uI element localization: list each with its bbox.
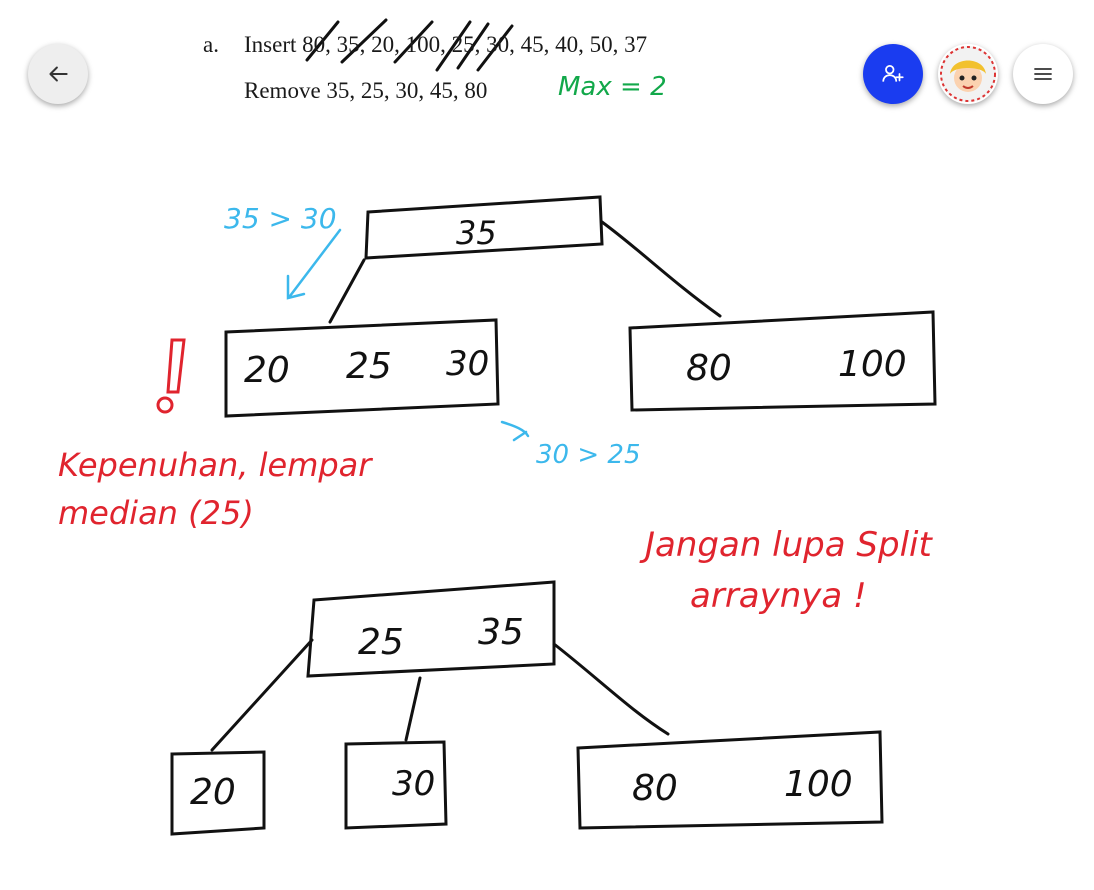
key-before-right-100: 100 xyxy=(838,344,907,385)
root-node-box xyxy=(364,195,604,260)
compare-top-note: 35 > 30 xyxy=(224,202,337,235)
item-marker: a. xyxy=(203,32,219,57)
remove-line: Remove 35, 25, 30, 45, 80 xyxy=(244,78,488,103)
leaf-20-box xyxy=(170,750,266,836)
key-after-root-25: 25 xyxy=(358,622,404,663)
leaf-30-box xyxy=(344,740,448,830)
overflow-note-line1: Kepenuhan, lempar xyxy=(58,446,372,484)
key-before-left-30: 30 xyxy=(446,344,490,384)
compare-right-note: 30 > 25 xyxy=(536,440,641,470)
down-left-arrow-icon xyxy=(286,228,342,300)
edge-root-right xyxy=(600,220,722,318)
tree-after xyxy=(170,580,884,836)
key-after-middle-30: 30 xyxy=(392,764,436,804)
edge-after-left xyxy=(210,638,314,752)
share-add-person-button[interactable] xyxy=(863,44,923,104)
right-node-box xyxy=(628,310,937,412)
avatar-icon xyxy=(940,46,996,102)
avatar-button[interactable] xyxy=(938,44,998,104)
edge-root-left xyxy=(328,258,366,324)
leaf-80-100-box xyxy=(576,730,884,830)
key-before-left-20: 20 xyxy=(244,350,290,391)
arrow-left-icon xyxy=(49,66,68,82)
key-before-root-35: 35 xyxy=(456,214,497,252)
back-button[interactable] xyxy=(28,44,88,104)
split-note-line1: Jangan lupa Split xyxy=(645,525,932,565)
red-exclamation-icon xyxy=(156,338,186,414)
key-after-left-20: 20 xyxy=(190,772,236,813)
strikethrough-marks xyxy=(305,18,514,72)
split-note-line2: arraynya ! xyxy=(690,576,867,616)
menu-button[interactable] xyxy=(1013,44,1073,104)
insert-line: Insert 80, 35, 20, 100, 25, 30, 45, 40, … xyxy=(244,32,648,57)
key-before-right-80: 80 xyxy=(686,348,732,389)
tree-before xyxy=(224,195,937,418)
small-right-arrow-icon xyxy=(500,420,530,442)
key-after-right-100: 100 xyxy=(784,764,853,805)
hamburger-menu-icon xyxy=(1034,68,1052,80)
key-after-root-35: 35 xyxy=(478,612,524,653)
root-node-box-after xyxy=(306,580,556,678)
edge-after-right xyxy=(552,642,670,736)
max-note: Max = 2 xyxy=(558,72,667,102)
edge-after-middle xyxy=(404,676,422,742)
overflow-note-line2: median (25) xyxy=(58,494,254,532)
add-person-icon xyxy=(882,65,904,82)
key-before-left-25: 25 xyxy=(346,346,392,387)
key-after-right-80: 80 xyxy=(632,768,678,809)
blue-arrows xyxy=(286,228,530,442)
left-node-box xyxy=(224,318,500,418)
